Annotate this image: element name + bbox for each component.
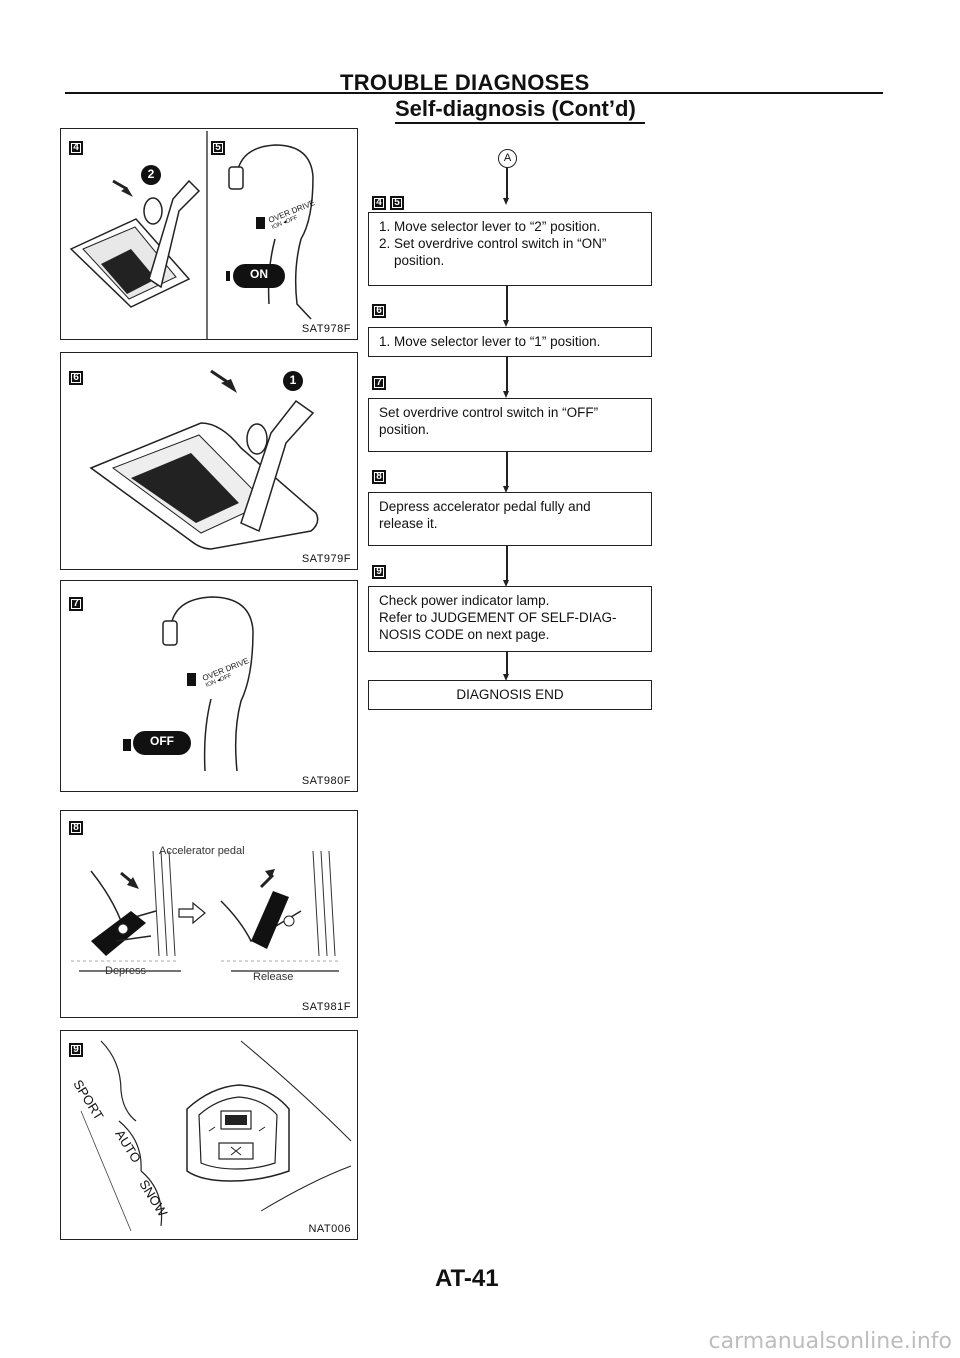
on-button-label: ON — [250, 267, 268, 281]
off-button-label: OFF — [150, 734, 174, 748]
flow-step-text: NOSIS CODE on next page. — [379, 627, 550, 642]
flow-step-box: Set overdrive control switch in “OFF” po… — [368, 398, 652, 452]
flow-step-text: release it. — [379, 516, 438, 531]
step-badge: 5 — [211, 141, 225, 155]
selector-gate-icon — [69, 165, 201, 308]
selector-gate-icon — [89, 369, 319, 550]
figure-8-illustration — [71, 850, 339, 972]
flow-step-box: Depress accelerator pedal fully and rele… — [368, 492, 652, 546]
step-badge: 5 — [390, 196, 404, 210]
page-title: TROUBLE DIAGNOSES — [340, 70, 590, 95]
step-badge: 6 — [372, 304, 386, 318]
step-badge: 7 — [372, 376, 386, 390]
flow-step-box: Check power indicator lamp. Refer to JUD… — [368, 586, 652, 652]
flow-step-text: 1. Move selector lever to “1” position. — [379, 334, 601, 349]
transition-arrow-icon — [178, 901, 206, 925]
flow-step-box: 1. Move selector lever to “1” position. — [368, 327, 652, 357]
step-circle-number: 2 — [147, 167, 155, 181]
instrument-cluster-icon — [80, 1040, 352, 1232]
figure-panel-6: 6 1 SAT979F — [60, 352, 358, 570]
figure-panel-8: 8 Accelerator pedal Depress Release SAT9… — [60, 810, 358, 1018]
flow-step-box: 1. Move selector lever to “2” position. … — [368, 212, 652, 286]
figure-7-illustration — [123, 596, 254, 772]
figure-code: SAT980F — [301, 775, 351, 787]
flow-step-text: Check power indicator lamp. — [379, 593, 550, 608]
figure-9-illustration — [80, 1040, 352, 1232]
release-label: Release — [253, 971, 294, 983]
page-number: AT-41 — [435, 1265, 499, 1292]
flow-arrow-icon — [503, 486, 509, 493]
step-badge: 7 — [69, 597, 83, 611]
figure-code: NAT006 — [308, 1223, 351, 1235]
figure-code: SAT979F — [301, 553, 351, 565]
flow-step-text: position. — [379, 422, 430, 437]
figure-6-illustration — [89, 369, 319, 550]
step-badge: 9 — [372, 565, 386, 579]
flow-connector — [506, 546, 508, 583]
accelerator-pedal-label: Accelerator pedal — [159, 845, 245, 857]
flow-connector — [506, 167, 508, 201]
flow-arrow-icon — [503, 674, 509, 681]
flow-start-marker: A — [498, 149, 517, 168]
flow-step-text: position. — [394, 253, 445, 268]
flow-end-text: DIAGNOSIS END — [456, 687, 564, 702]
flow-arrow-icon — [503, 198, 509, 205]
accelerator-pedal-release-icon — [220, 850, 339, 972]
step-badge: 9 — [69, 1043, 83, 1057]
figure-panel-4-5: 4 5 2 OVER DRIVE ION ◂OFF ON SAT978F — [60, 128, 358, 340]
figure-code: SAT981F — [301, 1001, 351, 1013]
flow-connector — [506, 357, 508, 394]
flow-connector — [506, 286, 508, 323]
figure-panel-9: 9 SPORT AUTO SNOW NAT006 — [60, 1030, 358, 1240]
step-badge: 6 — [69, 371, 83, 385]
flow-connector — [506, 452, 508, 489]
flow-step-text: 1. Move selector lever to “2” position. — [379, 219, 601, 234]
figure-panel-7: 7 OVER DRIVE ION ◂OFF OFF SAT980F — [60, 580, 358, 792]
accelerator-pedal-depress-icon — [71, 850, 181, 972]
step-circle-number: 1 — [289, 373, 297, 387]
flow-arrow-icon — [503, 391, 509, 398]
step-badge: 4 — [69, 141, 83, 155]
page-subtitle: Self-diagnosis (Cont’d) — [395, 96, 636, 121]
shift-knob-icon — [226, 144, 314, 320]
depress-label: Depress — [105, 965, 146, 977]
flow-arrow-icon — [503, 580, 509, 587]
subtitle-rule — [395, 122, 645, 124]
shift-knob-icon — [123, 596, 254, 772]
step-badge: 8 — [69, 821, 83, 835]
flow-step-text: Depress accelerator pedal fully and — [379, 499, 591, 514]
flow-arrow-icon — [503, 320, 509, 327]
figure-code: SAT978F — [301, 323, 351, 335]
watermark-text: carmanualsonline.info — [708, 1329, 952, 1354]
flow-step-text: Set overdrive control switch in “OFF” — [379, 405, 599, 420]
step-badge: 4 — [372, 196, 386, 210]
figure-4-5-illustration — [69, 131, 314, 339]
header-rule — [65, 92, 883, 94]
step-badge: 8 — [372, 470, 386, 484]
flow-step-text: 2. Set overdrive control switch in “ON” — [379, 236, 607, 251]
flow-step-text: Refer to JUDGEMENT OF SELF-DIAG- — [379, 610, 617, 625]
flow-connector — [506, 652, 508, 677]
flow-end-box: DIAGNOSIS END — [368, 680, 652, 710]
